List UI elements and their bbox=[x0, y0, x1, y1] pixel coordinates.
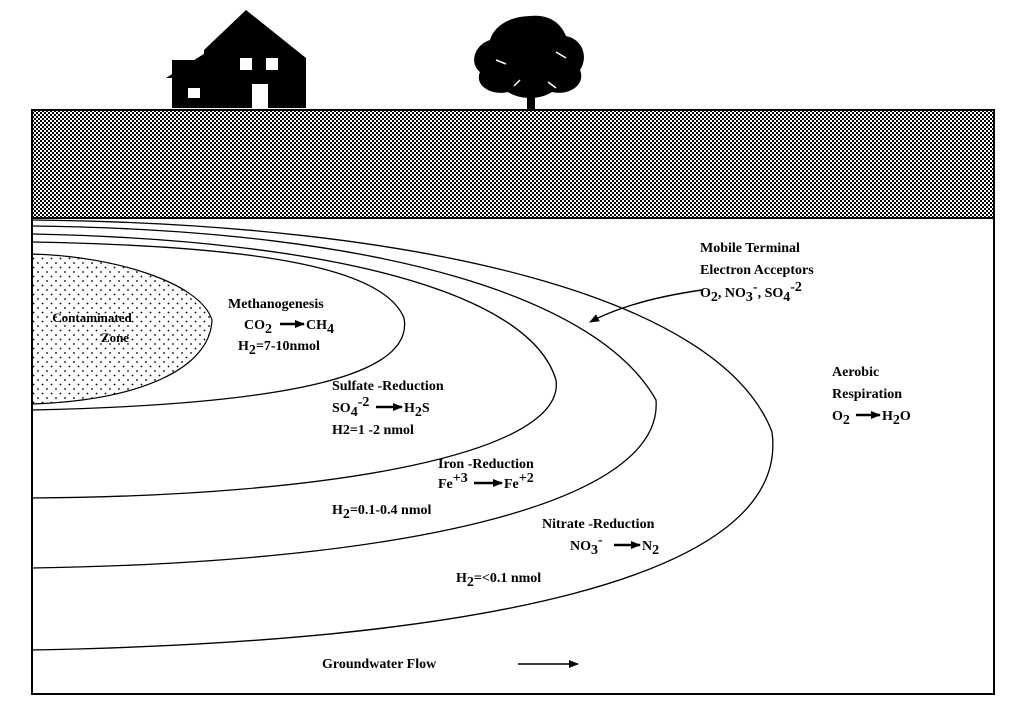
iron-reactant: Fe+3 bbox=[438, 471, 468, 492]
iron-reduction-boundary bbox=[31, 225, 657, 569]
mobile-acceptors-line1: Mobile Terminal bbox=[700, 241, 800, 256]
mobile-acceptors-species: O2, NO3-, SO4-2 bbox=[700, 280, 802, 305]
methanogenesis-h2: H2=7-10nmol bbox=[238, 339, 320, 358]
methanogenesis-reaction: CO2 bbox=[244, 318, 272, 337]
contaminated-label-line2: Zone bbox=[101, 330, 129, 345]
nitrate-h2: H2=<0.1 nmol bbox=[456, 571, 541, 590]
nitrate-reduction-boundary bbox=[31, 219, 774, 651]
tree-icon bbox=[474, 15, 584, 110]
nitrate-product: N2 bbox=[642, 539, 659, 558]
iron-h2: H2=0.1-0.4 nmol bbox=[332, 503, 431, 522]
nitrate-reactant: NO3- bbox=[570, 533, 603, 558]
aerobic-reactant: O2 bbox=[832, 409, 850, 428]
iron-product: Fe+2 bbox=[504, 471, 534, 492]
sulfate-reactant: SO4-2 bbox=[332, 395, 369, 420]
contaminated-label-line1: Contaminated bbox=[52, 310, 132, 325]
sulfate-reduction-boundary bbox=[31, 233, 557, 499]
groundwater-flow-label: Groundwater Flow bbox=[322, 657, 437, 672]
nitrate-title: Nitrate -Reduction bbox=[542, 517, 655, 532]
soil-layer bbox=[31, 109, 995, 219]
methanogenesis-boundary bbox=[31, 241, 406, 411]
aerobic-line2: Respiration bbox=[832, 387, 902, 402]
sulfate-product: H2S bbox=[404, 401, 430, 420]
aerobic-line1: Aerobic bbox=[832, 365, 879, 380]
electron-acceptor-arrow bbox=[589, 289, 703, 323]
house-icon bbox=[166, 10, 306, 108]
mobile-acceptors-line2: Electron Acceptors bbox=[700, 263, 814, 278]
methanogenesis-product: CH4 bbox=[306, 318, 334, 337]
sulfate-title: Sulfate -Reduction bbox=[332, 379, 444, 394]
sulfate-h2: H2=1 -2 nmol bbox=[332, 423, 414, 438]
methanogenesis-title: Methanogenesis bbox=[228, 297, 324, 312]
aerobic-product: H2O bbox=[882, 409, 911, 428]
contaminated-zone bbox=[31, 253, 213, 405]
iron-title: Iron -Reduction bbox=[438, 457, 534, 472]
